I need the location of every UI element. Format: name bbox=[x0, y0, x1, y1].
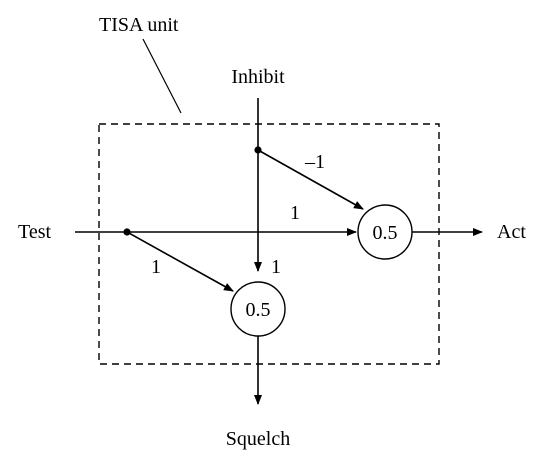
test-label: Test bbox=[18, 221, 51, 243]
weight-inhibit-act: –1 bbox=[304, 151, 325, 173]
act-threshold-value: 0.5 bbox=[373, 222, 398, 244]
inhibit-label: Inhibit bbox=[231, 66, 285, 88]
tisa-unit-label: TISA unit bbox=[99, 14, 179, 36]
tisa-unit-boundary bbox=[98, 123, 440, 365]
squelch-threshold-value: 0.5 bbox=[246, 299, 271, 321]
tisa-unit-leader-line bbox=[142, 38, 182, 114]
test-to-squelch-edge bbox=[126, 231, 234, 292]
inhibit-to-act-edge bbox=[257, 149, 364, 210]
weight-inhibit-squelch: 1 bbox=[271, 256, 281, 278]
act-label: Act bbox=[497, 221, 526, 243]
squelch-label: Squelch bbox=[226, 428, 290, 450]
weight-test-act: 1 bbox=[290, 202, 300, 224]
weight-test-squelch: 1 bbox=[151, 256, 161, 278]
